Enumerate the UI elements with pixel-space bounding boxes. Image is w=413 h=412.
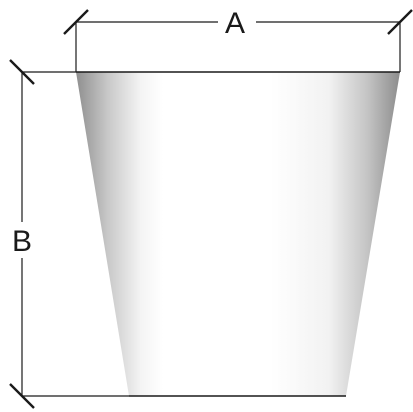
dimension-b-label: B [12, 225, 32, 258]
dimension-b: B [9, 59, 129, 409]
dimension-a-label: A [225, 7, 245, 40]
dimension-a-tick-left [63, 9, 89, 35]
dimension-b-tick-bottom [9, 383, 35, 409]
dimension-a-tick-right [387, 9, 413, 35]
dimension-b-tick-top [9, 59, 35, 85]
dimension-a: A [63, 7, 413, 72]
tapered-body [76, 72, 400, 396]
